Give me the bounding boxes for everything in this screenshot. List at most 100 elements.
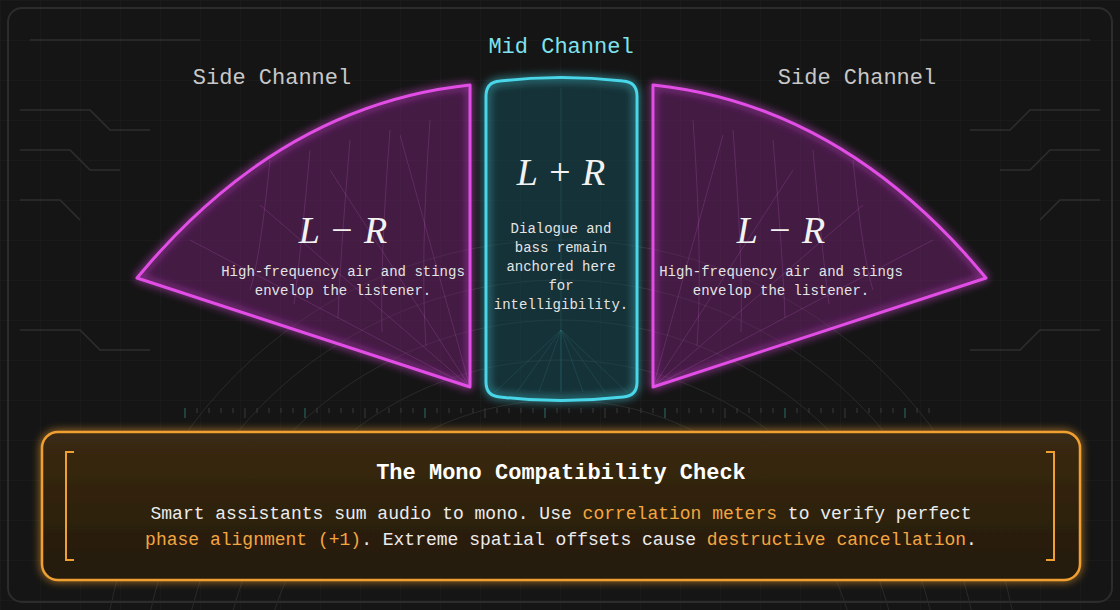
tick [437,408,438,413]
tick [761,408,762,413]
panel-body: Smart assistants sum audio to mono. Use … [121,501,1001,553]
tick [305,408,306,418]
tick [473,408,474,413]
wedge-line [653,240,933,387]
tick [317,408,318,413]
side-channel-wedge: Side Channel L − R High-frequency air and … [130,60,480,400]
tick [821,408,822,413]
tick [449,408,450,413]
wedge-outline [137,85,470,387]
wedge-line [653,135,723,387]
wedge [137,85,470,387]
tick [497,408,498,413]
channel-heading: Side Channel [142,66,402,91]
mid-outline [486,78,637,401]
wedge [653,85,986,387]
tick [797,408,798,413]
wedge-outline [653,85,986,387]
tick [605,408,606,418]
formula: L − R [701,208,861,252]
tick [461,408,462,413]
tick [773,408,774,413]
highlight-term: destructive cancellation [707,530,966,550]
tick [785,408,786,418]
tick [485,408,486,418]
tick [857,408,858,413]
tick [593,408,594,413]
tick [929,408,930,413]
body-text: High-frequency air and stings envelop th… [656,263,906,301]
tick [197,408,198,413]
tick [533,408,534,413]
frame [8,8,1112,602]
bracket [1046,452,1054,560]
tick [413,408,414,413]
bracket [66,452,74,560]
wedge-line [190,240,470,387]
tick [845,408,846,418]
tick [257,408,258,413]
tick [509,408,510,413]
highlight-term: phase alignment (+1) [145,530,361,550]
tick [581,408,582,413]
tick [653,408,654,413]
tick [365,408,366,418]
body-text: . [966,530,977,550]
tick [665,408,666,418]
tick [689,408,690,413]
formula: L − R [263,208,423,252]
side-channel-wedge: Side Channel L − R High-frequency air and … [643,60,993,400]
body-text: Smart assistants sum audio to mono. Use [151,504,572,524]
body-text: Dialogue and bass remain anchored here f… [491,220,631,315]
wedge-line [400,135,470,387]
tick [293,408,294,413]
wedge-lines [190,120,470,387]
tick [569,408,570,413]
wedge-lines [653,120,933,387]
tick [209,408,210,413]
tick [425,408,426,418]
body-text: High-frequency air and stings envelop th… [218,263,468,301]
tick [521,408,522,413]
panel-title: The Mono Compatibility Check [111,461,1011,486]
tick [917,408,918,413]
tick [617,408,618,413]
body-text: . Extreme spatial offsets cause [361,530,696,550]
tick [221,408,222,413]
formula: L + R [491,150,631,194]
tick [749,408,750,413]
tick [377,408,378,413]
body-text: to verify perfect [788,504,972,524]
tick [869,408,870,413]
compatibility-panel: The Mono Compatibility CheckSmart assist… [42,432,1080,580]
tick-row [185,408,929,418]
tick [269,408,270,413]
tick [281,408,282,413]
mid-channel-box-outline [480,30,643,405]
tick [737,408,738,413]
tick [185,408,186,418]
tick [893,408,894,413]
tick [245,408,246,418]
mono-panel [42,432,1080,580]
highlight-term: correlation meters [583,504,777,524]
tick [233,408,234,413]
tick [713,408,714,413]
tick [641,408,642,413]
tick [725,408,726,418]
tick [701,408,702,413]
tick [545,408,546,418]
tick [809,408,810,413]
tick [329,408,330,413]
tick [401,408,402,413]
panel-outline [42,432,1080,580]
tick [881,408,882,413]
mid-channel-box: Mid ChannelL + RDialogue and bass remain… [480,30,643,405]
tick [389,408,390,413]
channel-heading: Side Channel [727,66,987,91]
tick [353,408,354,413]
tick [677,408,678,413]
tick [557,408,558,413]
